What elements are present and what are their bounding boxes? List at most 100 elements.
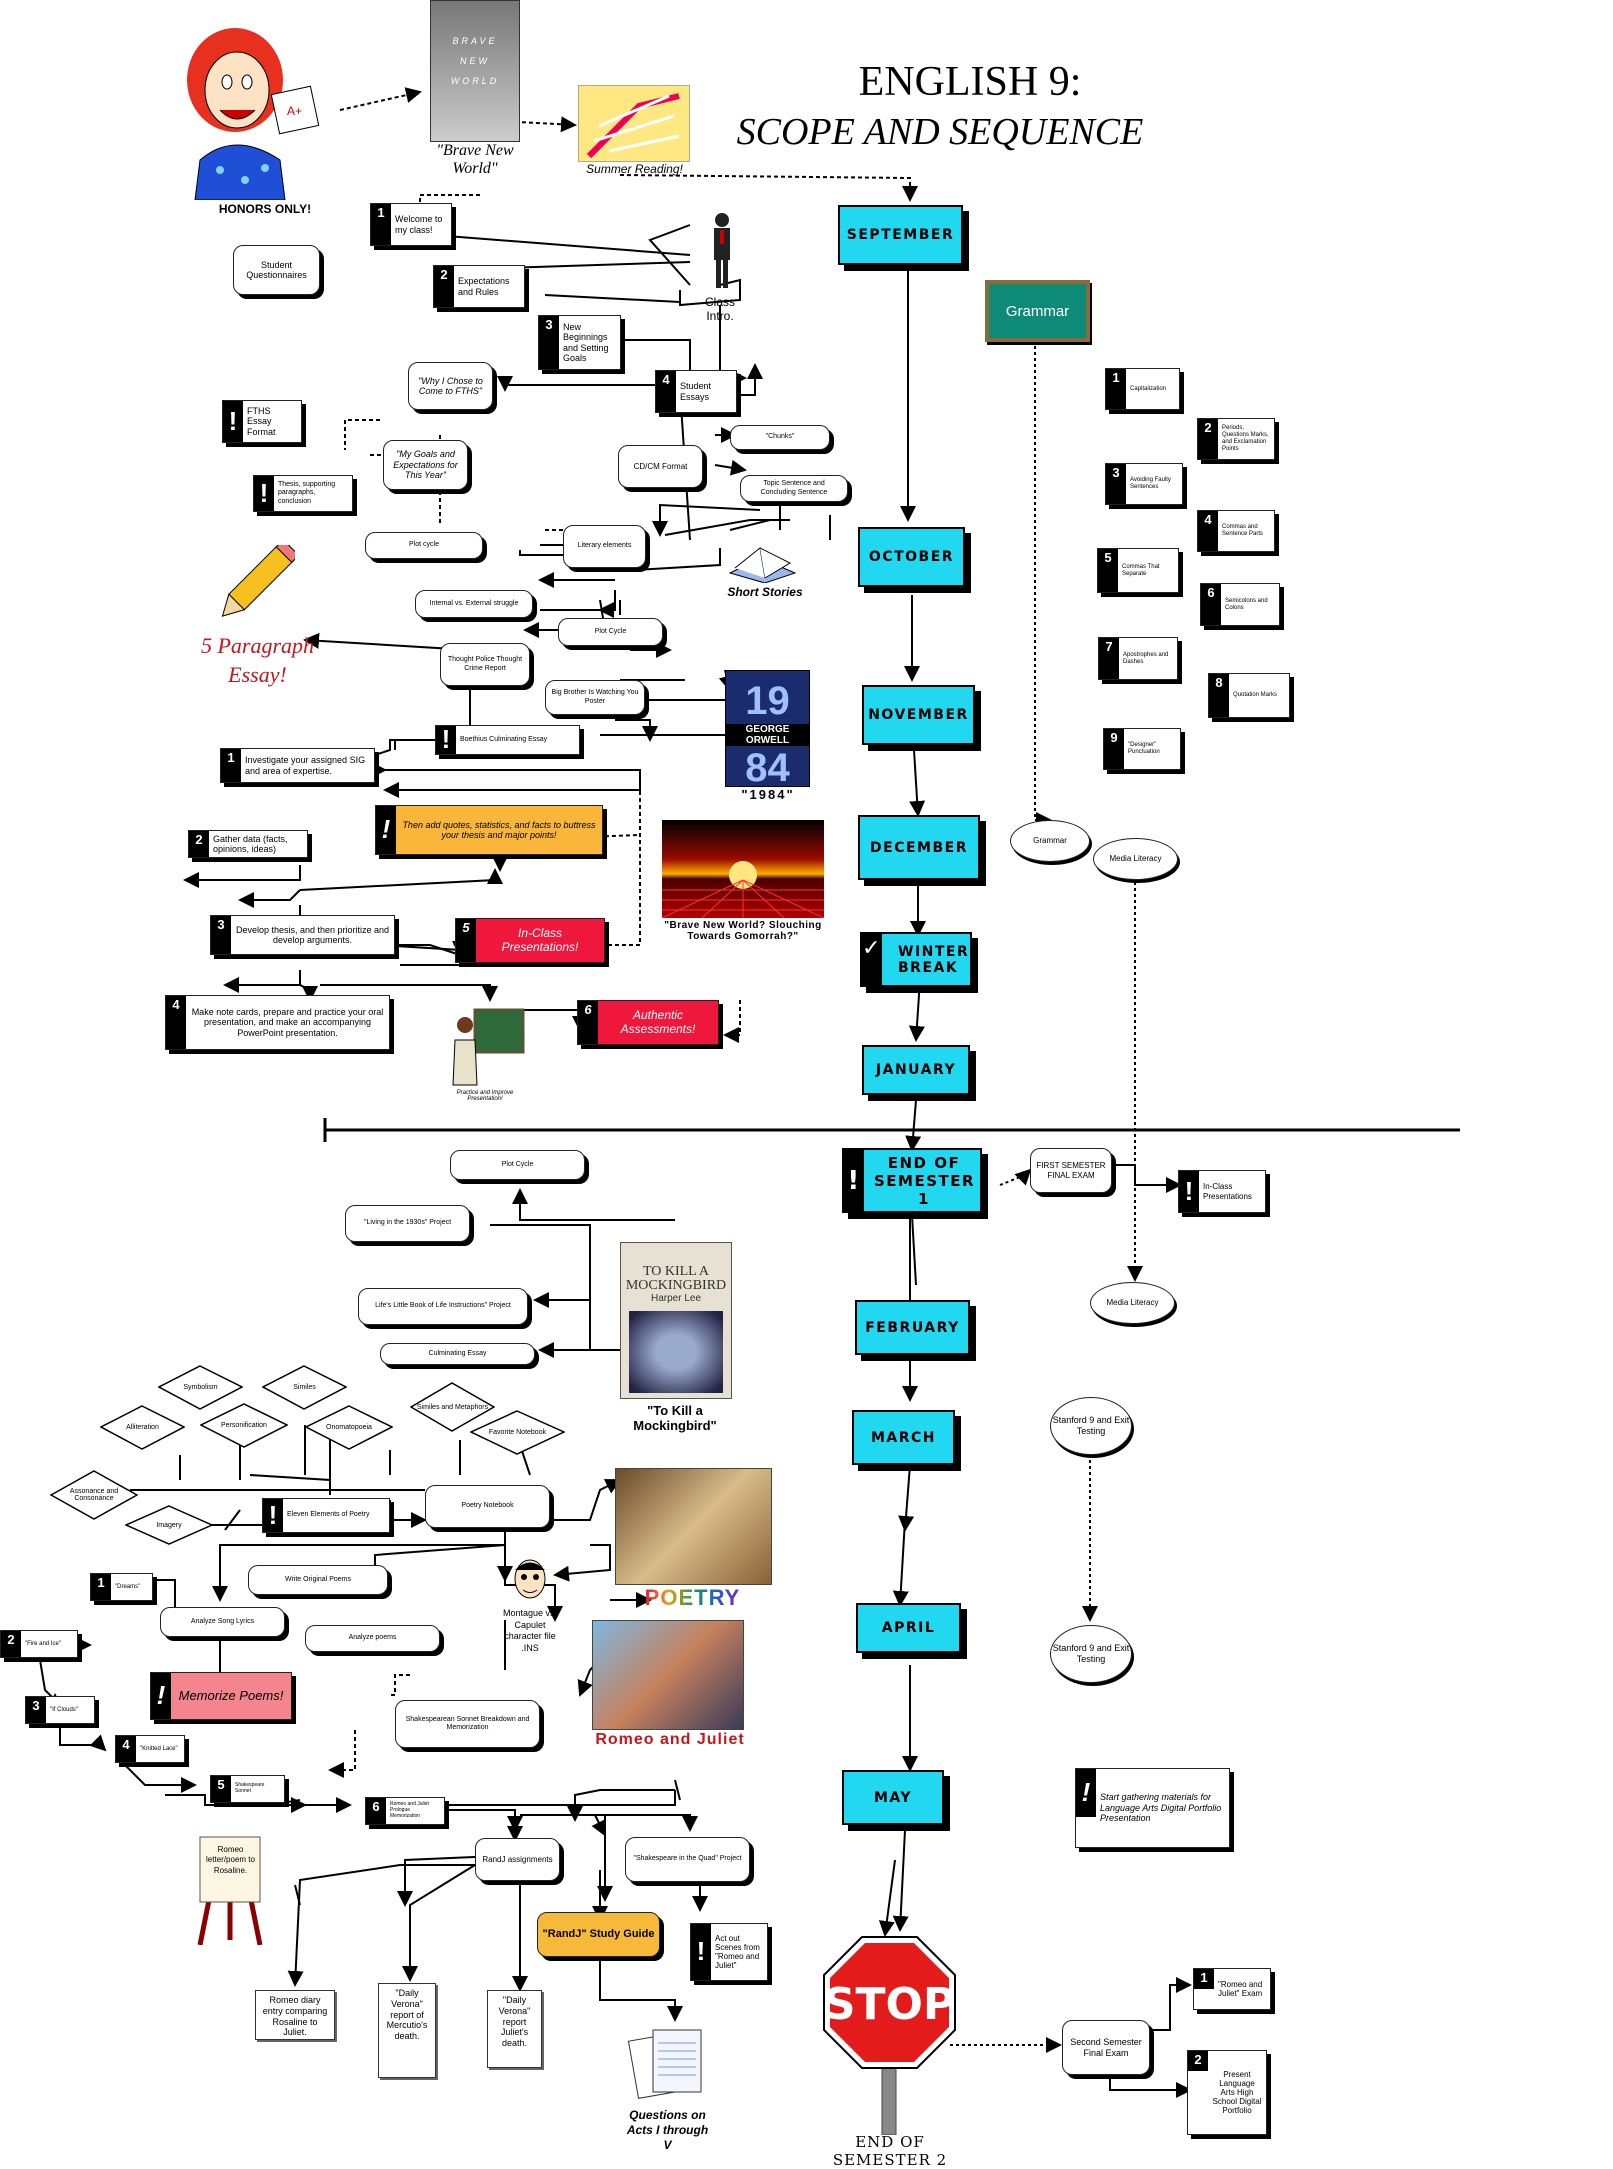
rj-exam-node[interactable]: 1"Romeo and Juliet" Exam [1193, 1968, 1271, 2010]
big-brother-node[interactable]: Big Brother Is Watching You Poster [545, 680, 645, 715]
poetry-notebook-node[interactable]: Poetry Notebook [425, 1485, 550, 1528]
daily-verona-1-doc[interactable]: "Daily Verona" report of Mercutio's deat… [378, 1983, 436, 2078]
cdcm-node[interactable]: CD/CM Format [618, 445, 703, 488]
topic-sentence-node[interactable]: Topic Sentence and Concluding Sentence [740, 475, 848, 502]
month-end-semester-1[interactable]: ! END OF SEMESTER 1 [842, 1148, 982, 1213]
svg-text:A+: A+ [287, 104, 302, 118]
chunks-node[interactable]: "Chunks" [730, 425, 830, 450]
randj-assignments-node[interactable]: RandJ assignments [475, 1838, 560, 1881]
diamond-onomatopoeia[interactable]: Onomatopoeia [305, 1405, 393, 1450]
grammar-item-9[interactable]: 9"Designer" Punctuation [1103, 728, 1181, 770]
plot-cycle-1-node[interactable]: Plot cycle [365, 532, 483, 559]
little-book-node[interactable]: Life's Little Book of Life Instructions"… [358, 1288, 528, 1325]
portfolio-node[interactable]: !Start gathering materials for Language … [1075, 1768, 1230, 1848]
my-goals-node[interactable]: "My Goals and Expectations for This Year… [383, 440, 468, 490]
eleven-elements-node[interactable]: !Eleven Elements of Poetry [262, 1498, 390, 1533]
study-guide-node[interactable]: "RandJ" Study Guide [537, 1912, 660, 1957]
month-november[interactable]: NOVEMBER [862, 685, 975, 745]
stanford-oval-2[interactable]: Stanford 9 and Exit Testing [1050, 1625, 1132, 1683]
diamond-similes[interactable]: Similes [262, 1365, 347, 1410]
daily-verona-2-doc[interactable]: "Daily Verona" report Juliet's death. [487, 1990, 542, 2068]
diamond-alliteration[interactable]: Alliteration [100, 1405, 185, 1450]
questions-paper-icon [627, 2025, 708, 2105]
memorize-knitted-lace[interactable]: 4"Knitted Lace" [115, 1735, 185, 1763]
act-out-node[interactable]: !Act out Scenes from "Romeo and Juliet" [690, 1923, 768, 1981]
fths-format-node[interactable]: !FTHS Essay Format [222, 400, 302, 443]
culminating-essay-node[interactable]: Culminating Essay [380, 1343, 535, 1365]
month-winter-break[interactable]: ✓ WINTER BREAK [860, 932, 972, 987]
thought-police-node[interactable]: Thought Police Thought Crime Report [440, 643, 530, 686]
month-april[interactable]: APRIL [856, 1603, 961, 1653]
diamond-favorite-notebook[interactable]: Favorite Notebook [470, 1410, 565, 1455]
end-semester-1-label: END OF SEMESTER 1 [874, 1153, 976, 1208]
internal-external-node[interactable]: Internal vs. External struggle [415, 590, 533, 618]
why-chose-node[interactable]: "Why I Chose to Come to FTHS" [408, 362, 493, 410]
grammar-board[interactable]: Grammar [985, 280, 1090, 342]
diamond-personification[interactable]: Personification [200, 1403, 288, 1448]
stop-text: STOP [823, 1979, 956, 2030]
plot-cycle-2-node[interactable]: Plot Cycle [558, 618, 663, 646]
month-september[interactable]: SEPTEMBER [838, 205, 963, 265]
diamond-symbolism[interactable]: Symbolism [158, 1365, 243, 1410]
living-1930s-node[interactable]: "Living in the 1930s" Project [345, 1205, 470, 1242]
shakespeare-quad-node[interactable]: "Shakespeare in the Quad" Project [625, 1837, 750, 1882]
diary-doc[interactable]: Romeo diary entry comparing Rosaline to … [255, 1990, 335, 2040]
brave-new-world-slouching-caption: "Brave New World? Slouching Towards Gomo… [664, 920, 822, 942]
memorize-dreams[interactable]: 1"Dreams" [90, 1573, 153, 1601]
month-february[interactable]: FEBRUARY [855, 1300, 970, 1355]
media-literacy-oval-1[interactable]: Media Literacy [1093, 838, 1178, 880]
grammar-oval[interactable]: Grammar [1010, 820, 1090, 862]
write-original-node[interactable]: Write Original Poems [248, 1565, 388, 1595]
sonnet-breakdown-node[interactable]: Shakespearean Sonnet Breakdown and Memor… [395, 1700, 540, 1748]
grammar-board-label: Grammar [1005, 302, 1070, 320]
thesis-node[interactable]: !Thesis, supporting paragraphs, conclusi… [253, 475, 353, 512]
month-march[interactable]: MARCH [852, 1410, 955, 1465]
diamond-assonance[interactable]: Assonance and Consonance [50, 1470, 138, 1520]
then-add-node[interactable]: !Then add quotes, statistics, and facts … [375, 805, 603, 855]
class-intro-label: Class Intro. [704, 295, 735, 323]
diamond-imagery[interactable]: Imagery [125, 1505, 213, 1545]
month-december[interactable]: DECEMBER [858, 815, 980, 880]
memorize-if-clouds[interactable]: 3"If Clouds" [25, 1696, 95, 1724]
month-may[interactable]: MAY [842, 1770, 944, 1825]
media-literacy-oval-2[interactable]: Media Literacy [1090, 1282, 1175, 1324]
memorize-poems-node[interactable]: !Memorize Poems! [150, 1672, 292, 1720]
first-semester-final-node[interactable]: FIRST SEMESTER FINAL EXAM [1030, 1148, 1112, 1193]
literary-elements-node[interactable]: Literary elements [563, 525, 646, 568]
boethius-node[interactable]: !Boethius Culminating Essay [435, 724, 580, 755]
analyze-poems-node[interactable]: Analyze poems [305, 1625, 440, 1652]
book-1984-caption: "1984" [741, 787, 795, 802]
second-semester-final-node[interactable]: Second Semester Final Exam [1062, 2020, 1150, 2075]
questionnaires-node[interactable]: Student Questionnaires [233, 245, 320, 295]
short-stories-label: Short Stories [727, 585, 803, 599]
stanford-oval-1[interactable]: Stanford 9 and Exit Testing [1050, 1397, 1132, 1455]
tkam-plot-cycle-node[interactable]: Plot Cycle [450, 1150, 585, 1180]
diamond-similes-metaphors[interactable]: Similes and Metaphors [410, 1382, 495, 1432]
memorize-fire-ice[interactable]: 2"Fire and Ice" [0, 1630, 78, 1658]
analyze-song-node[interactable]: Analyze Song Lyrics [160, 1607, 285, 1637]
in-class-presentations-2-node[interactable]: !In-Class Presentations [1178, 1170, 1266, 1213]
month-october[interactable]: OCTOBER [858, 527, 965, 587]
month-january[interactable]: JANUARY [862, 1045, 970, 1095]
